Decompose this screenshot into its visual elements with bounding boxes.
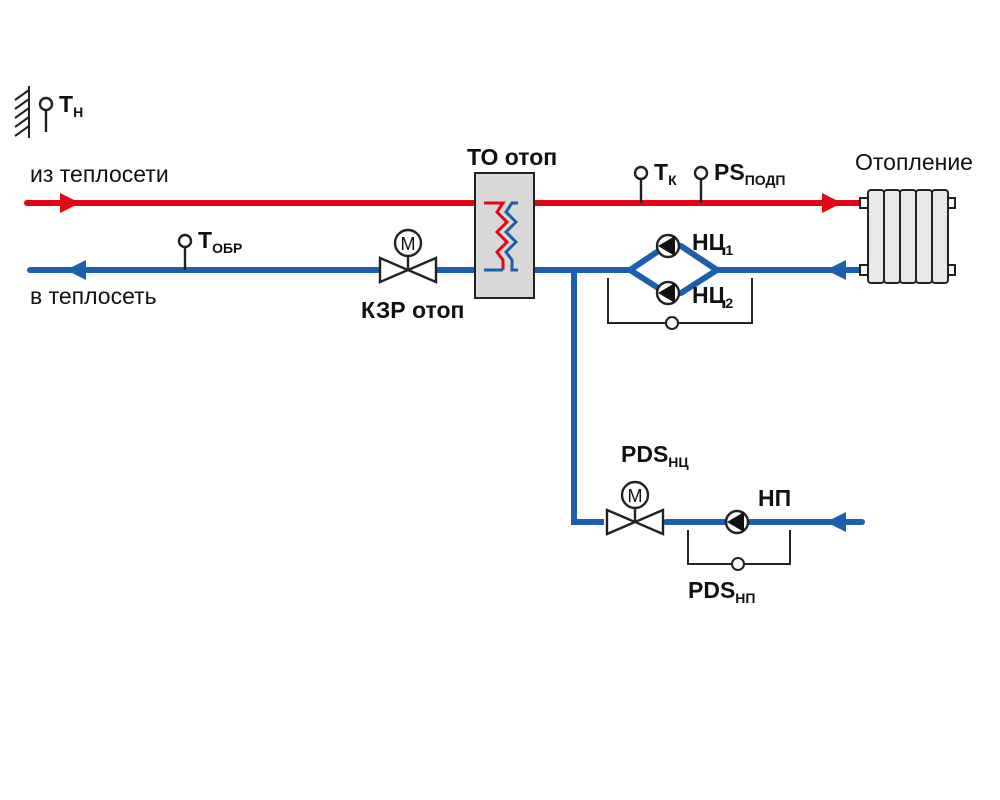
supply-pressure-sensor: PSПОДП [693,159,786,203]
supply-temp-sensor: ТК [633,159,677,203]
pump-icon [655,280,681,306]
pump-icon [655,233,681,259]
circ-pump-1-label: НЦ1 [692,229,733,258]
from-network-label: из теплосети [30,161,169,187]
control-valve-label: КЗР отоп [361,297,464,323]
supply-temp-label: ТК [654,159,677,188]
supply-pressure-label: PSПОДП [714,159,786,188]
heat-exchanger: ТО отоп [467,144,557,299]
pump-icon [724,509,750,535]
hatched-wall-icon [14,86,30,138]
to-network-label: в теплосеть [30,283,157,309]
makeup-valve: M PDSНЦ [605,441,689,536]
return-temp-label: ТОБР [198,227,242,256]
circulation-pumps: НЦ1 НЦ2 [607,229,753,330]
radiator: Отопление [855,149,973,284]
sensor-probe-icon [177,233,193,270]
makeup-branch: M PDSНЦ НП PDSНП [571,270,865,606]
return-line [27,260,862,280]
flow-arrow-icon [822,193,842,213]
sensor-probe-icon [633,165,649,203]
makeup-pump-label: НП [758,485,791,511]
heating-label: Отопление [855,149,973,175]
makeup-valve-label: PDSНЦ [621,441,689,470]
sensor-probe-icon [38,96,54,132]
motor-symbol: M [628,486,643,506]
outdoor-sensor: ТН [14,86,83,138]
supply-line [24,193,862,213]
makeup-pump: НП PDSНП [687,485,791,606]
radiator-icon [859,189,956,284]
flow-arrow-icon [826,512,846,532]
outdoor-sensor-label: ТН [59,91,83,120]
flow-arrow-icon [826,260,846,280]
circ-pump-2-label: НЦ2 [692,282,733,311]
flow-arrow-icon [66,260,86,280]
heat-exchanger-label: ТО отоп [467,144,557,170]
return-temp-sensor: ТОБР [177,227,242,270]
motor-symbol: M [401,234,416,254]
motorized-valve-icon [378,228,438,284]
sensor-probe-icon [693,165,709,203]
heat-exchanger-icon [474,172,535,299]
motorized-valve-icon [605,480,665,536]
makeup-pressure-label: PDSНП [688,577,755,606]
flow-arrow-icon [60,193,80,213]
control-valve: M КЗР отоп [361,228,464,323]
